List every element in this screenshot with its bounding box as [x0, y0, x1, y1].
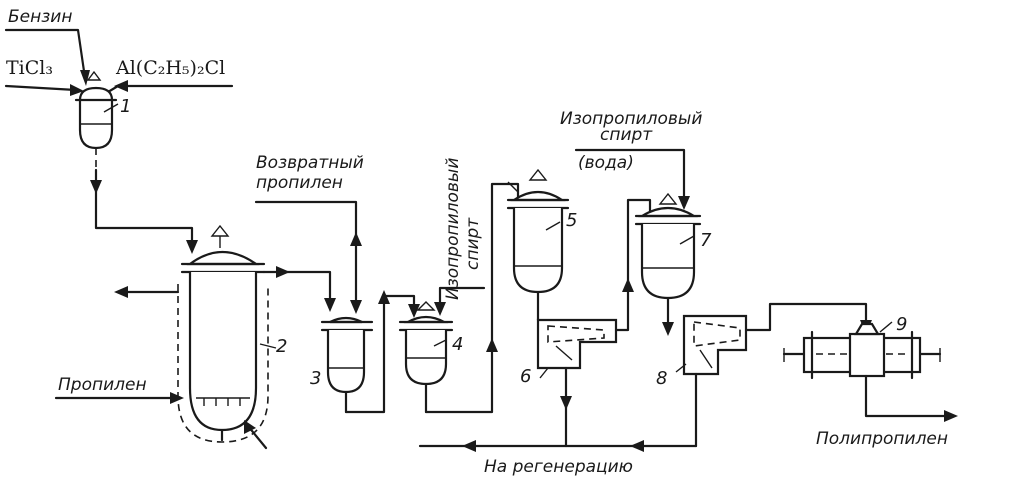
centrifuge-6 [536, 318, 618, 410]
label-ticl3: TiCl₃ [6, 57, 53, 79]
centrifuge-8 [675, 314, 748, 448]
flow-2-to-3 [262, 266, 336, 312]
unit-number-6: 6 [520, 366, 531, 387]
return-propylene-line [254, 200, 362, 314]
reactor-2 [177, 224, 277, 443]
label-ipa-1: Изопропиловый [443, 158, 463, 300]
feed-ticl3-line [4, 84, 84, 96]
flow-4-to-5 [424, 182, 520, 414]
label-water: (вода) [578, 153, 634, 173]
unit-number-8: 8 [656, 368, 667, 389]
vessel-7 [634, 192, 702, 332]
coolant-inlet [244, 420, 268, 450]
dryer-9 [782, 321, 942, 380]
flow-7-to-8 [662, 322, 674, 336]
unit-number-4: 4 [452, 334, 463, 355]
flow-1-to-2 [90, 168, 198, 254]
label-return-propylene-2: пропилен [256, 173, 343, 193]
vessel-5 [506, 168, 570, 322]
label-alkyl: Al(C₂H₅)₂Cl [115, 57, 225, 79]
label-ipa2-2: спирт [600, 125, 653, 145]
feed-benzin-line [4, 28, 90, 86]
flow-8-to-9 [744, 302, 872, 334]
vessel-1 [74, 70, 119, 170]
label-regeneration: На регенерацию [484, 457, 633, 477]
label-propylene: Пропилен [58, 375, 147, 395]
unit-number-7: 7 [700, 230, 712, 251]
flow-3-to-4 [344, 290, 420, 414]
reactor-vent-line [114, 286, 180, 298]
label-polypropylene: Полипропилен [816, 429, 948, 449]
label-ipa-2: спирт [463, 217, 483, 270]
unit-number-2: 2 [276, 336, 287, 357]
regeneration-line [418, 406, 698, 452]
ipa-feed-7 [574, 148, 690, 210]
unit-number-1: 1 [120, 96, 131, 117]
propylene-feed-line [54, 392, 184, 404]
feed-alkyl-line [106, 80, 234, 94]
vessel-3 [320, 316, 374, 414]
vessel-4 [398, 301, 454, 414]
polypropylene-output-line [864, 374, 958, 422]
ipa-feed-4 [434, 286, 486, 316]
label-ipa2-1: Изопропиловый [560, 109, 702, 129]
label-benzin: Бензин [8, 7, 72, 27]
flow-6-to-regen [560, 396, 572, 410]
unit-number-5: 5 [566, 210, 577, 231]
unit-number-9: 9 [896, 314, 907, 335]
label-return-propylene-1: Возвратный [256, 153, 364, 173]
flow-6-to-7 [614, 198, 652, 332]
unit-number-3: 3 [310, 368, 321, 389]
